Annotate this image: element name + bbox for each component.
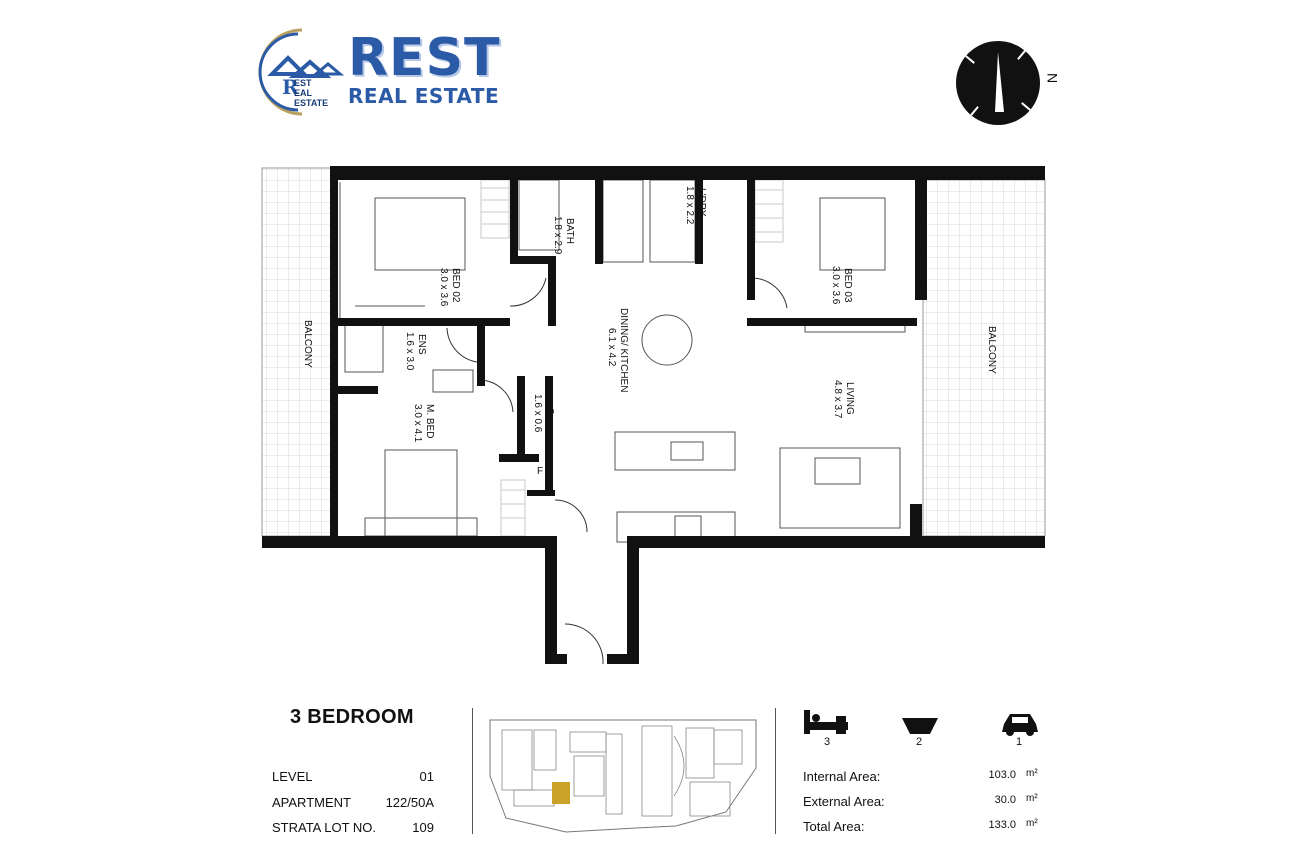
- dining-table: [641, 314, 693, 366]
- walls: [262, 166, 1045, 664]
- label-balcony-left: BALCONY: [302, 320, 313, 368]
- unit-type-title: 3 BEDROOM: [290, 706, 414, 728]
- bath-icon: [902, 718, 938, 734]
- internal-area-value: 103.0: [988, 769, 1016, 781]
- external-area-value: 30.0: [994, 794, 1016, 806]
- label-bed03: BED 03: [842, 268, 853, 303]
- internal-area-label: Internal Area:: [803, 769, 881, 784]
- size-storage: 1.6 x 0.6: [532, 394, 543, 433]
- logo-r: R: [282, 75, 299, 99]
- balcony-right: [922, 179, 1046, 537]
- logo-wordmark: REST: [348, 28, 501, 88]
- size-mbed: 3.0 x 4.1: [412, 404, 423, 443]
- car-icon: [1002, 714, 1038, 736]
- label-bed02: BED 02: [450, 268, 461, 303]
- total-area-label: Total Area:: [803, 819, 865, 834]
- bed03-bed: [819, 197, 886, 271]
- total-area-value: 133.0: [988, 819, 1016, 831]
- strata-lot-value: 109: [412, 820, 434, 835]
- label-balcony-right: BALCONY: [986, 326, 997, 374]
- unit-highlight: [552, 782, 570, 804]
- size-ldry: 1.8 x 2.2: [684, 186, 695, 225]
- bathroom-count: 2: [915, 736, 923, 748]
- strata-lot-label: STRATA LOT NO.: [272, 820, 377, 835]
- size-bed03: 3.0 x 3.6: [830, 266, 841, 305]
- logo-mark-line2: EAL: [294, 88, 313, 98]
- parking-count: 1: [1015, 736, 1023, 748]
- logo-mark-line1: EST: [294, 78, 312, 88]
- label-living: LIVING: [844, 382, 855, 415]
- size-bed02: 3.0 x 3.6: [438, 268, 449, 307]
- label-fridge: F: [537, 466, 543, 477]
- floor-plan: BED 02 3.0 x 3.6 BATH 1.8 x 2.9 L'DRY 1.…: [261, 166, 1046, 665]
- logo-subtitle: REAL ESTATE: [348, 84, 500, 108]
- external-area-label: External Area:: [803, 794, 885, 809]
- size-living: 4.8 x 3.7: [832, 380, 843, 419]
- internal-area-unit: m²: [1026, 768, 1038, 779]
- label-storage: S: [544, 408, 555, 415]
- total-area-unit: m²: [1026, 818, 1038, 829]
- label-dining: DINING/ KITCHEN: [618, 308, 629, 392]
- logo-mark-line3: ESTATE: [294, 98, 328, 108]
- label-ldry: L'DRY: [696, 188, 707, 217]
- sofa: [779, 447, 901, 529]
- room-labels: BED 02 3.0 x 3.6 BATH 1.8 x 2.9 L'DRY 1.…: [302, 186, 997, 477]
- label-ens: ENS: [416, 334, 427, 355]
- site-key-plan: [489, 719, 757, 833]
- size-dining: 6.1 x 4.2: [606, 328, 617, 367]
- label-bath: BATH: [564, 218, 575, 244]
- divider: [775, 708, 776, 834]
- compass-icon: [956, 41, 1040, 125]
- house-logo-icon: R EST EAL ESTATE: [258, 28, 344, 116]
- size-ens: 1.6 x 3.0: [404, 332, 415, 371]
- size-bath: 1.8 x 2.9: [552, 216, 563, 255]
- bed02-bed: [374, 197, 466, 271]
- external-area-unit: m²: [1026, 793, 1038, 804]
- kitchen-island: [614, 431, 736, 471]
- label-mbed: M. BED: [424, 404, 435, 438]
- level-label: LEVEL: [272, 769, 313, 784]
- apartment-label: APARTMENT: [272, 795, 351, 810]
- brand-logo: R EST EAL ESTATE REST REAL ESTATE: [258, 28, 508, 118]
- north-label: N: [1044, 72, 1061, 84]
- wardrobes: [480, 179, 784, 537]
- apartment-value: 122/50A: [385, 795, 434, 810]
- divider: [472, 708, 473, 834]
- mbed-bed: [384, 449, 458, 537]
- level-value: 01: [419, 769, 434, 784]
- bedroom-count: 3: [823, 736, 831, 748]
- balcony-left: [261, 167, 333, 537]
- bed-icon: [804, 710, 848, 734]
